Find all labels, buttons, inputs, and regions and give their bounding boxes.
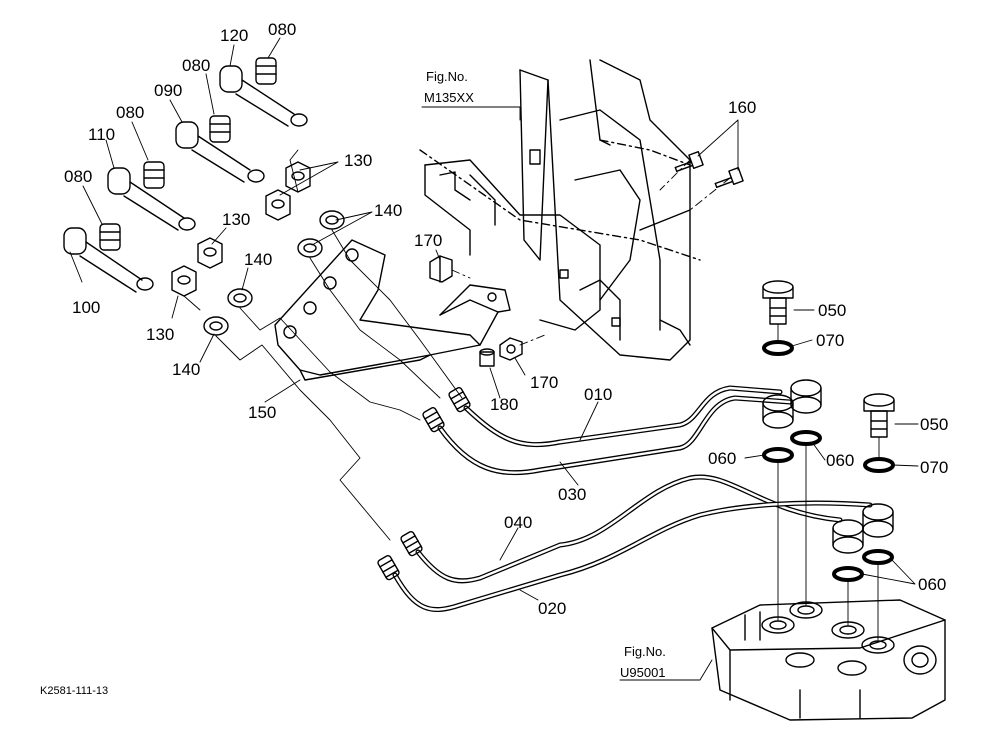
control-valve — [711, 599, 946, 721]
callout-130: 130 — [146, 325, 174, 344]
callout-labels: 120 080 080 090 080 110 080 100 130 130 … — [64, 20, 948, 618]
callout-050: 050 — [920, 415, 948, 434]
callout-020: 020 — [538, 599, 566, 618]
callout-080: 080 — [182, 56, 210, 75]
transmission-frame — [419, 59, 701, 361]
nuts-collars — [429, 255, 546, 367]
fig-ref-bottom-line2: U95001 — [620, 665, 666, 680]
callout-140: 140 — [244, 250, 272, 269]
callout-150: 150 — [248, 403, 276, 422]
callout-040: 040 — [504, 513, 532, 532]
guide-lines — [183, 149, 463, 541]
leader-lines — [69, 37, 919, 681]
callout-010: 010 — [584, 385, 612, 404]
callout-130: 130 — [344, 151, 372, 170]
callout-120: 120 — [220, 26, 248, 45]
callout-100: 100 — [72, 298, 100, 317]
banjo-bolts — [762, 280, 895, 438]
figure-references: Fig.No. M135XX Fig.No. U95001 — [424, 69, 666, 680]
hose-assemblies — [63, 57, 308, 293]
callout-170: 170 — [530, 373, 558, 392]
callout-170: 170 — [414, 231, 442, 250]
callout-130: 130 — [222, 210, 250, 229]
callout-050: 050 — [818, 301, 846, 320]
callout-140: 140 — [172, 360, 200, 379]
callout-180: 180 — [490, 395, 518, 414]
fig-ref-top-line1: Fig.No. — [426, 69, 468, 84]
callout-080: 080 — [64, 167, 92, 186]
image-code: K2581-111-13 — [40, 685, 108, 697]
callout-080: 080 — [268, 20, 296, 39]
callout-070: 070 — [920, 458, 948, 477]
callout-060: 060 — [826, 451, 854, 470]
bracket-150 — [274, 239, 511, 381]
fig-ref-top-line2: M135XX — [424, 90, 474, 105]
callout-140: 140 — [374, 201, 402, 220]
washers-140 — [203, 210, 345, 336]
callout-080: 080 — [116, 103, 144, 122]
pipe-fittings — [377, 387, 471, 581]
banjo-eyes — [762, 379, 894, 554]
callout-110: 110 — [88, 125, 115, 144]
callout-070: 070 — [816, 331, 844, 350]
callout-160: 160 — [728, 98, 756, 117]
callout-030: 030 — [558, 485, 586, 504]
fig-ref-bottom-line1: Fig.No. — [624, 644, 666, 659]
callout-060: 060 — [708, 449, 736, 468]
callout-060: 060 — [918, 575, 946, 594]
bolts-160 — [659, 151, 744, 211]
callout-090: 090 — [154, 81, 182, 100]
alignment-lines — [777, 323, 880, 641]
nuts-130 — [171, 161, 311, 297]
hydraulic-pipes — [392, 385, 873, 613]
